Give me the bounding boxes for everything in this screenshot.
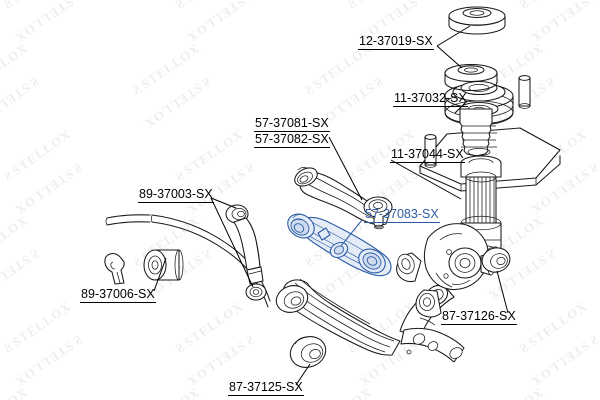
- part-number-text: 57-37082-SX: [254, 132, 330, 148]
- part-number-text: 57-37081-SX: [254, 116, 330, 132]
- part-label-bump-stop: 11-37032-SX: [393, 92, 468, 107]
- part-upper-control-arm: [294, 166, 393, 230]
- part-strut-mount-assembly: [419, 6, 561, 192]
- part-trailing-arm-bushing: [289, 336, 327, 368]
- leader-lines: [153, 25, 509, 386]
- part-number-text: 57-37083-SX: [364, 207, 440, 223]
- part-label-stabilizer-link: 89-37003-SX: [138, 188, 214, 203]
- part-number-text: 12-37019-SX: [358, 34, 434, 50]
- part-stabilizer-bushing: [143, 249, 184, 281]
- part-number-text: 11-37044-SX: [390, 147, 465, 163]
- part-label-upper-control-arm-right: 57-37082-SX: [254, 133, 330, 148]
- part-label-dust-cover: 11-37044-SX: [390, 148, 465, 163]
- part-number-text: 89-37006-SX: [80, 287, 156, 303]
- part-number-text: 11-37032-SX: [393, 91, 468, 107]
- part-label-strut-mount-bearing: 12-37019-SX: [358, 35, 434, 50]
- part-label-upper-control-arm-left: 57-37081-SX: [254, 117, 330, 132]
- part-label-trailing-arm-bushing: 87-37125-SX: [228, 381, 304, 396]
- part-label-knuckle-bushing: 87-37126-SX: [441, 310, 517, 325]
- part-number-text: 87-37125-SX: [228, 380, 304, 396]
- part-knuckle-bushing: [481, 246, 511, 273]
- part-number-text: 89-37003-SX: [138, 187, 214, 203]
- part-label-lower-control-arm-highlighted: 57-37083-SX: [364, 208, 440, 223]
- part-lower-control-arm-highlighted: [287, 213, 392, 277]
- part-label-stabilizer-bushing: 89-37006-SX: [80, 288, 156, 303]
- part-stabilizer-link: [225, 204, 267, 301]
- part-bump-stop: [459, 101, 499, 157]
- part-number-text: 87-37126-SX: [441, 309, 517, 325]
- part-stabilizer-bracket: [104, 252, 125, 285]
